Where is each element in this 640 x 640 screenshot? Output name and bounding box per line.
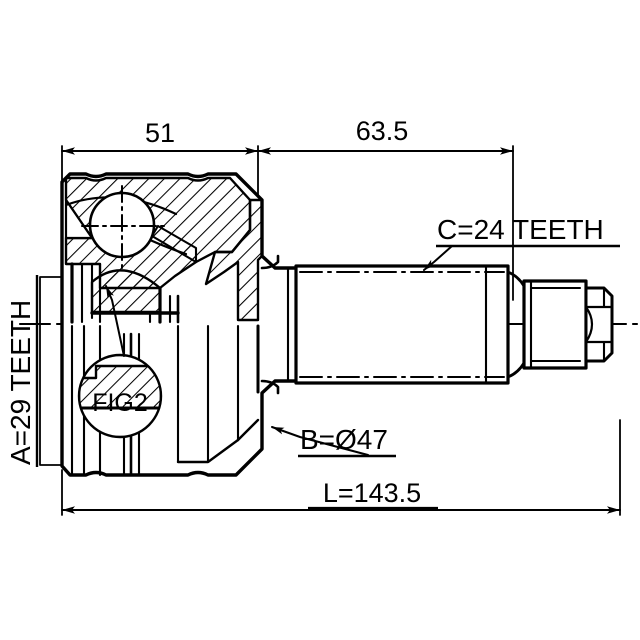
teeth-a-bracket [39,276,63,466]
teeth-label-c-group: C=24 TEETH [436,214,620,248]
leader-line-c24 [423,245,453,271]
boot-diameter-label: B=Ø47 [300,424,388,455]
bearing-ball [81,185,167,269]
shaft-end-tip [506,270,614,379]
leader-line-b47 [271,426,369,456]
drawing-text-labels: 51 63.5 C=24 TEETH B=Ø47 L=143.5 A=29 TE… [5,116,620,510]
teeth-label-c: C=24 TEETH [437,214,604,245]
teeth-label-a: A=29 TEETH [5,300,36,465]
overall-length-label-group: L=143.5 [308,478,438,510]
boot-diameter-label-group: B=Ø47 [298,424,396,458]
shaft-step-profile [260,254,280,395]
dimension-label-51: 51 [145,118,175,148]
teeth-label-a-group: A=29 TEETH [5,275,39,467]
fig2-label: FIG2 [92,389,148,417]
fig2-detail-callout [77,285,163,439]
splined-shaft [286,264,510,385]
dimension-label-63-5: 63.5 [356,116,409,146]
inner-spline-lines-upper [70,262,180,324]
overall-length-label: L=143.5 [323,478,421,508]
